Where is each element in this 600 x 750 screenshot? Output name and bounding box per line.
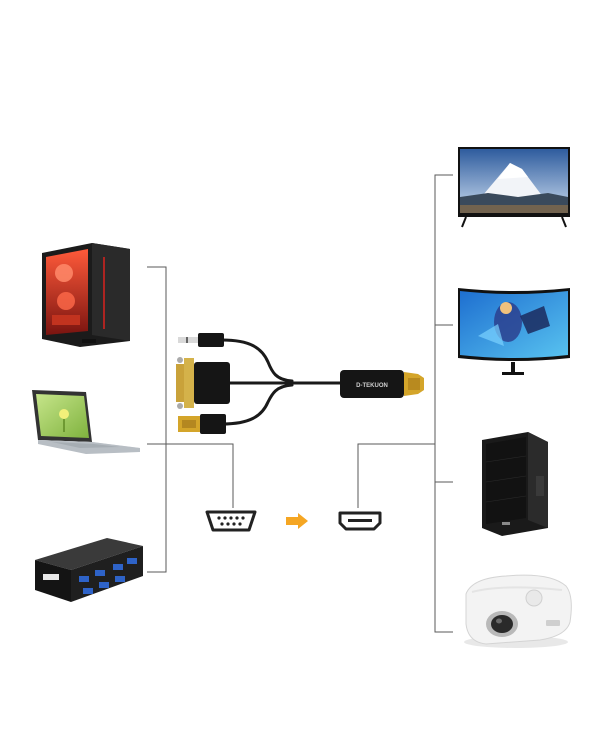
vga-port-icon bbox=[207, 512, 255, 530]
curved-monitor-icon bbox=[458, 288, 570, 375]
vga-splitter-box-icon bbox=[35, 538, 143, 602]
projector-icon bbox=[464, 575, 571, 648]
speaker-icon bbox=[482, 432, 548, 536]
hdmi-connector-icon: D-TEKUON bbox=[340, 370, 424, 398]
vga-connector-icon bbox=[176, 357, 230, 409]
audio-jack-icon bbox=[178, 333, 224, 347]
output-bracket bbox=[358, 175, 453, 632]
flat-tv-icon bbox=[458, 147, 570, 227]
cable-brand-label: D-TEKUON bbox=[356, 383, 388, 389]
usb-connector-icon bbox=[178, 414, 226, 434]
desktop-tower-icon bbox=[42, 243, 130, 347]
vga-to-hdmi-cable: D-TEKUON bbox=[176, 333, 424, 434]
laptop-icon bbox=[32, 390, 140, 454]
hdmi-port-icon bbox=[340, 513, 380, 529]
arrow-right-icon bbox=[286, 513, 308, 529]
